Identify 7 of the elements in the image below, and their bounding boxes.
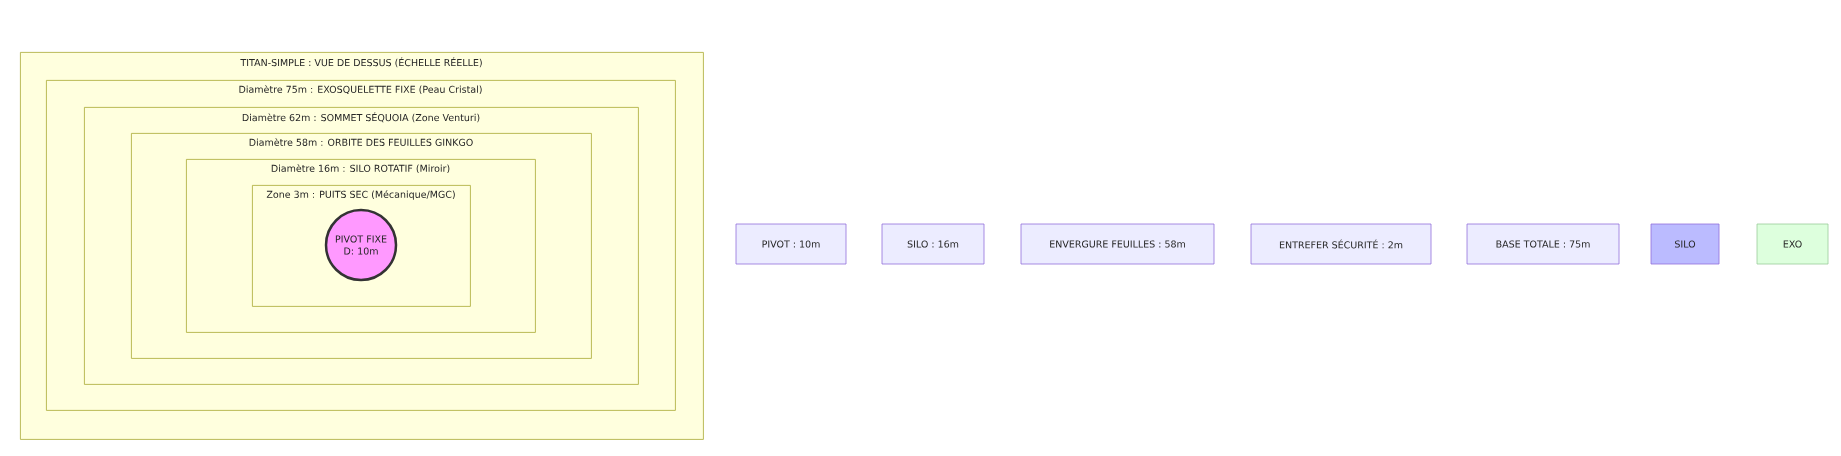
measure-box: PIVOT : 10m <box>735 223 847 265</box>
measure-box: ENVERGURE FEUILLES : 58m <box>1020 223 1215 265</box>
measure-box: BASE TOTALE : 75m <box>1466 223 1620 265</box>
measure-box: EXO <box>1756 223 1829 265</box>
measure-box: SILO : 16m <box>881 223 985 265</box>
measure-box: SILO <box>1650 223 1720 265</box>
measure-box: ENTREFER SÉCURITÉ : 2m <box>1250 223 1432 265</box>
